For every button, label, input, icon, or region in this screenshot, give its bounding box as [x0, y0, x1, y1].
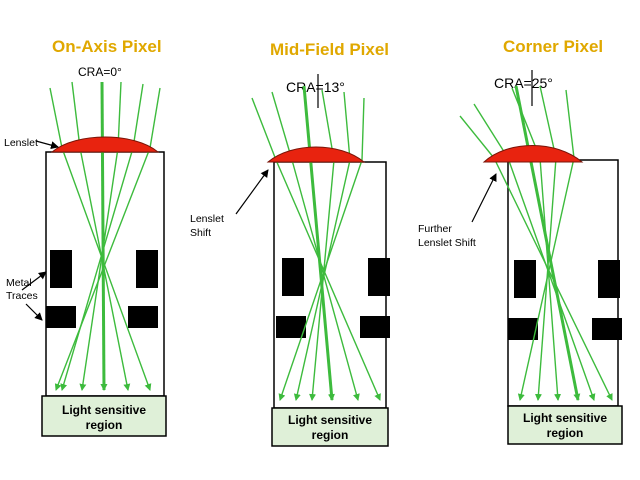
lenslet [266, 146, 366, 163]
metal-trace [50, 250, 72, 288]
cra-mid-field: CRA=13° [286, 79, 345, 95]
cra-on-axis: CRA=0° [78, 65, 122, 79]
cra-corner: CRA=25° [494, 75, 553, 91]
region-label-line2: region [86, 418, 123, 432]
region-label-line2: region [547, 426, 584, 440]
arrow-further-shift [471, 173, 497, 223]
metal-trace [508, 318, 538, 340]
label-metal-line2: Traces [6, 290, 38, 302]
metal-trace [598, 260, 620, 298]
lenslet [482, 145, 584, 163]
light-sensitive-region [507, 405, 623, 445]
light-sensitive-region [41, 395, 167, 437]
label-further-shift-line2: Lenslet Shift [418, 237, 476, 249]
light-rays [459, 85, 613, 401]
label-lenslet-shift-line1: Lenslet [190, 213, 224, 225]
metal-trace [282, 258, 304, 296]
metal-trace [514, 260, 536, 298]
metal-trace [368, 258, 390, 296]
metal-trace [592, 318, 622, 340]
arrow-metal-lower [25, 303, 43, 321]
arrow-metal-upper [21, 271, 47, 291]
title-mid-field: Mid-Field Pixel [270, 40, 389, 59]
metal-trace [360, 316, 390, 338]
label-lenslet-shift-line2: Shift [190, 227, 211, 239]
light-rays [49, 81, 161, 391]
metal-trace [136, 250, 158, 288]
metal-trace [46, 306, 76, 328]
lenslet [50, 136, 160, 153]
label-metal-line1: Metal [6, 277, 32, 289]
panel-mid-field: Mid-Field Pixel CRA=13° Light sensitive … [190, 40, 390, 447]
region-label-line2: region [312, 428, 349, 442]
metal-trace [128, 306, 158, 328]
arrow-lenslet-shift [235, 169, 269, 215]
title-corner: Corner Pixel [503, 37, 603, 56]
panel-on-axis: On-Axis Pixel CRA=0° Light sensitive reg… [4, 37, 167, 437]
label-further-shift-line1: Further [418, 223, 452, 235]
region-label-line1: Light sensitive [523, 411, 607, 425]
title-on-axis: On-Axis Pixel [52, 37, 162, 56]
panel-corner: Corner Pixel CRA=25° Light sensitive reg… [418, 37, 623, 445]
region-label-line1: Light sensitive [288, 413, 372, 427]
label-lenslet: Lenslet [4, 137, 38, 149]
region-label-line1: Light sensitive [62, 403, 146, 417]
arrow-lenslet [35, 140, 59, 150]
metal-trace [276, 316, 306, 338]
light-sensitive-region [271, 407, 389, 447]
